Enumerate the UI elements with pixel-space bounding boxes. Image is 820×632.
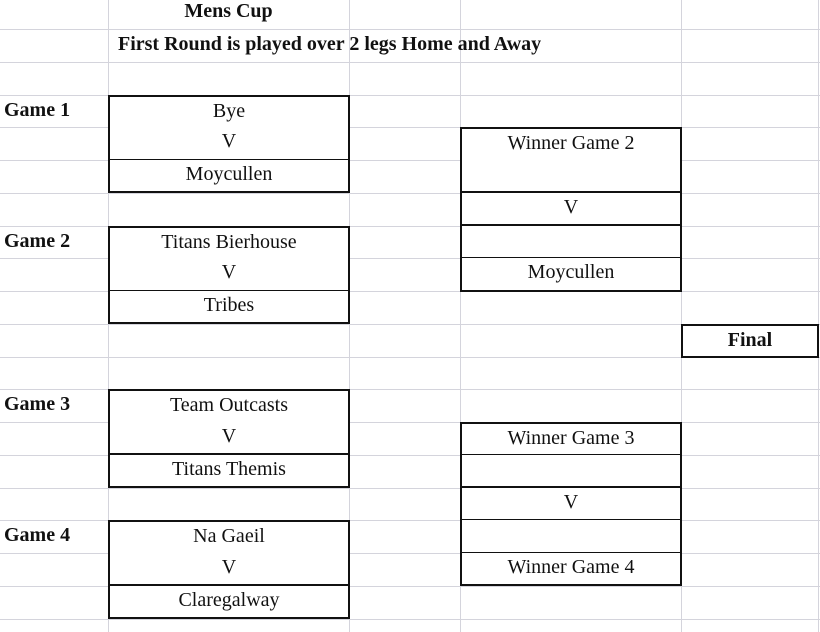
final-cell[interactable]: Final xyxy=(681,323,819,358)
row-gridline xyxy=(0,422,820,423)
row-gridline xyxy=(0,553,820,554)
row-gridline xyxy=(0,291,820,292)
semi-team-cell[interactable]: Winner Game 4 xyxy=(460,553,682,587)
row-gridline xyxy=(0,192,820,194)
versus-cell[interactable]: V xyxy=(108,258,350,292)
row-gridline xyxy=(0,520,820,522)
sheet-subtitle[interactable]: First Round is played over 2 legs Home a… xyxy=(118,33,542,55)
team-cell[interactable]: Claregalway xyxy=(108,585,350,619)
sheet-title[interactable]: Mens Cup xyxy=(184,0,273,23)
column-gridline xyxy=(681,0,682,632)
team-cell[interactable]: Titans Themis xyxy=(108,454,350,488)
row-gridline xyxy=(0,323,820,325)
team-cell[interactable]: Titans Bierhouse xyxy=(108,225,350,260)
empty-cell[interactable] xyxy=(460,454,682,488)
game-label[interactable]: Game 4 xyxy=(4,524,71,547)
row-gridline xyxy=(0,258,820,260)
team-cell[interactable]: Tribes xyxy=(108,291,350,325)
row-gridline xyxy=(0,585,820,587)
row-gridline xyxy=(0,389,820,391)
empty-cell[interactable] xyxy=(460,520,682,554)
team-cell[interactable]: Bye xyxy=(108,94,350,129)
versus-cell[interactable]: V xyxy=(460,192,682,226)
semi-team-cell[interactable]: Winner Game 2 xyxy=(460,127,682,162)
row-gridline xyxy=(0,225,820,227)
team-cell[interactable]: Team Outcasts xyxy=(108,389,350,424)
row-gridline xyxy=(0,29,820,30)
empty-cell[interactable] xyxy=(460,160,682,194)
versus-cell[interactable]: V xyxy=(108,553,350,587)
row-gridline xyxy=(0,127,820,129)
versus-cell[interactable]: V xyxy=(108,127,350,161)
game-label[interactable]: Game 1 xyxy=(4,98,71,121)
game-label[interactable]: Game 3 xyxy=(4,393,71,416)
column-gridline xyxy=(818,0,819,632)
row-gridline xyxy=(0,487,820,489)
row-gridline xyxy=(0,94,820,96)
row-gridline xyxy=(0,618,820,620)
team-cell[interactable]: Moycullen xyxy=(108,160,350,194)
row-gridline xyxy=(0,356,820,358)
column-gridline xyxy=(460,0,461,632)
row-gridline xyxy=(0,160,820,161)
versus-cell[interactable]: V xyxy=(460,487,682,521)
empty-cell[interactable] xyxy=(460,225,682,259)
versus-cell[interactable]: V xyxy=(108,422,350,456)
team-cell[interactable]: Na Gaeil xyxy=(108,520,350,555)
semi-team-cell[interactable]: Moycullen xyxy=(460,258,682,292)
semi-team-cell[interactable]: Winner Game 3 xyxy=(460,422,682,457)
row-gridline xyxy=(0,454,820,456)
game-label[interactable]: Game 2 xyxy=(4,229,71,252)
row-gridline xyxy=(0,61,820,63)
